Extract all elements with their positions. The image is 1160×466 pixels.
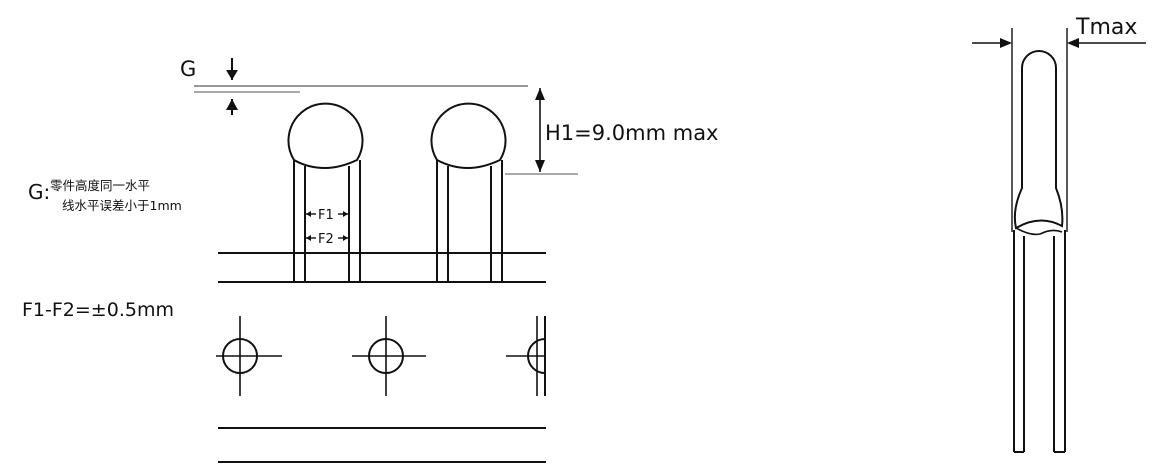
f1-label: F1 <box>318 208 334 223</box>
note-prefix: G: <box>28 180 50 204</box>
note-line-2: 线水平误差小于1mm <box>62 198 182 213</box>
g-arrow-down <box>226 70 238 80</box>
note-line-1: 零件高度同一水平 <box>50 178 150 193</box>
sprocket-hole-3-partial <box>506 316 546 396</box>
g-label: G <box>180 57 196 81</box>
f-tolerance-label: F1-F2=±0.5mm <box>22 299 174 321</box>
capacitor-2 <box>430 102 507 282</box>
capacitor-side-body <box>1013 50 1064 230</box>
tmax-label: Tmax <box>1075 15 1137 40</box>
capacitor-2-body <box>430 102 507 170</box>
sprocket-hole-1 <box>216 316 282 396</box>
sprocket-hole-2 <box>352 316 426 396</box>
capacitor-1 <box>287 102 364 282</box>
tape-view: G H1=9.0mm max G: <box>22 57 719 463</box>
f2-label: F2 <box>318 232 334 247</box>
capacitor-1-body <box>287 102 364 170</box>
side-view: Tmax <box>972 15 1146 453</box>
h1-label: H1=9.0mm max <box>545 121 719 145</box>
